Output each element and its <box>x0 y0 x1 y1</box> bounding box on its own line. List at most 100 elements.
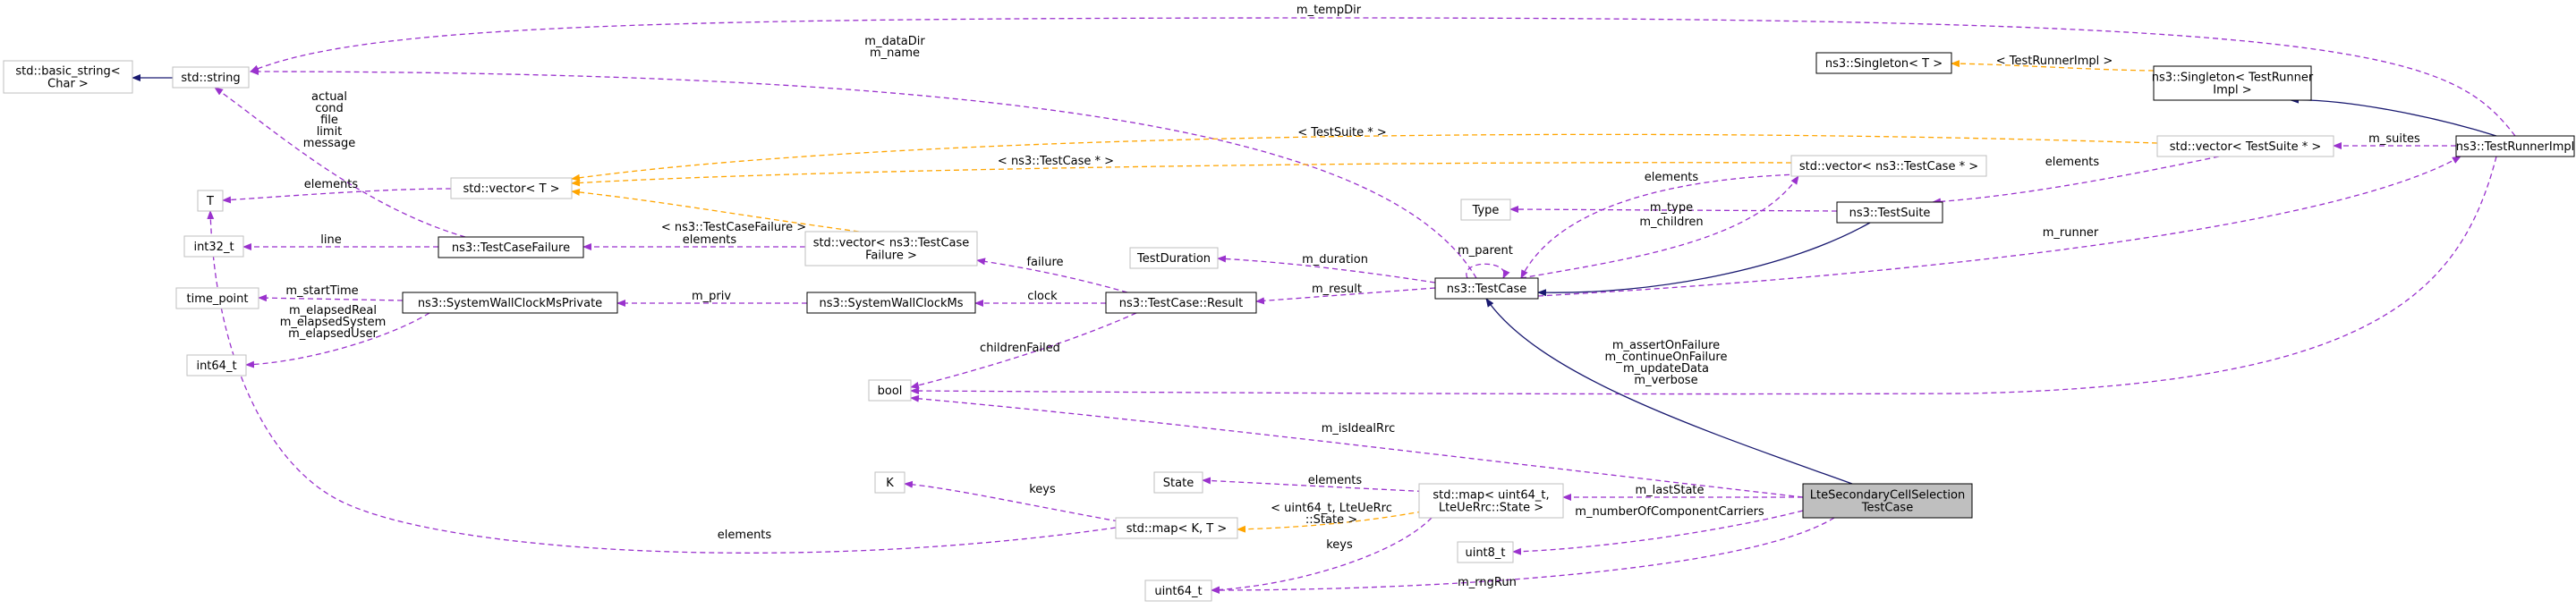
node-box <box>1144 579 1212 602</box>
node-label: ns3::Singleton< T > <box>1825 57 1943 71</box>
node-box <box>183 235 244 258</box>
edge-label: elements <box>304 178 359 191</box>
node-time-point: time_point <box>175 287 259 309</box>
edge-swcp-time <box>258 294 404 302</box>
node-label-line: Impl > <box>2213 84 2251 97</box>
edge-label: < TestRunnerImpl > <box>1996 55 2113 68</box>
node-swcmsprivate[interactable]: ns3::SystemWallClockMsPrivate <box>402 292 618 314</box>
node-vector-tsptr: std::vector< TestSuite * > <box>2156 135 2334 157</box>
node-box <box>1457 541 1514 563</box>
edge-label-line: clock <box>1027 290 1058 303</box>
node-box <box>186 354 247 376</box>
edge-label-line: < uint64_t, LteUeRrc <box>1271 502 1392 515</box>
node-label: ns3::TestSuite <box>1849 207 1931 220</box>
edge-label: keys <box>1029 483 1056 496</box>
edge-label: elements <box>718 529 772 542</box>
node-std-string: std::string <box>172 66 250 89</box>
edge-label-line: elements <box>1645 171 1699 184</box>
node-singleton-t[interactable]: ns3::Singleton< T > <box>1815 52 1952 74</box>
node-label-line: std::vector< ns3::TestCase <box>813 237 970 250</box>
edge-label-line: cond <box>315 102 344 115</box>
node-label-line: uint8_t <box>1465 546 1505 560</box>
edge-label-line: failure <box>1026 256 1063 269</box>
node-testcase[interactable]: ns3::TestCase <box>1434 277 1539 300</box>
edge-lte-uint8 <box>1512 510 1804 555</box>
edge-label: m_startTime <box>285 284 358 298</box>
node-label-line: std::basic_string< <box>15 65 120 79</box>
node-box <box>868 379 912 402</box>
edge-ts-tc <box>1537 222 1871 297</box>
node-swcms[interactable]: ns3::SystemWallClockMs <box>806 292 976 314</box>
node-label: std::vector< TestSuite * > <box>2170 140 2322 154</box>
edge-label-line: m_children <box>1639 216 1703 229</box>
node-uint8-t: uint8_t <box>1457 541 1514 563</box>
node-label: bool <box>878 385 903 398</box>
node-result[interactable]: ns3::TestCase::Result <box>1105 292 1257 314</box>
node-box <box>3 60 133 94</box>
node-label-line: T <box>206 195 214 208</box>
node-label: State <box>1163 477 1194 490</box>
edge-label-line: ::State > <box>1305 513 1357 527</box>
edge-map-state <box>1202 477 1433 493</box>
node-label-line: Char > <box>47 78 89 91</box>
edge-label: m_parent <box>1458 244 1513 258</box>
edge-label: elements <box>2045 156 2100 169</box>
edge-map-uint64 <box>1211 517 1433 594</box>
node-label: std::map< K, T > <box>1126 522 1228 536</box>
node-label: int64_t <box>196 359 236 373</box>
node-box <box>1129 247 1219 269</box>
node-box <box>172 66 250 89</box>
node-box <box>806 292 976 314</box>
edge-vtcf-vecT <box>571 188 860 233</box>
edge-swcp-int64 <box>245 312 430 368</box>
node-testcasefailure[interactable]: ns3::TestCaseFailure <box>438 236 584 258</box>
edge-label: < uint64_t, LteUeRrc::State > <box>1271 502 1392 527</box>
edges-layer <box>132 17 2516 594</box>
edge-label-line: m_priv <box>692 290 731 303</box>
edge-label-line: m_parent <box>1458 244 1513 258</box>
edge-label-line: m_numberOfComponentCarriers <box>1575 505 1764 519</box>
edge-label: < ns3::TestCase * > <box>998 155 1114 168</box>
node-box <box>1815 52 1952 74</box>
node-label: ns3::SystemWallClockMs <box>819 297 963 310</box>
edge-label-line: actual <box>311 90 347 104</box>
node-label-line: bool <box>878 385 903 398</box>
edge-label-line: m_duration <box>1302 253 1368 266</box>
edge-label-line: childrenFailed <box>980 342 1060 355</box>
node-map-kt: std::map< K, T > <box>1115 517 1238 539</box>
edge-label: m_result <box>1312 283 1362 296</box>
node-label-line: TestCase <box>1861 502 1913 515</box>
node-label-line: ns3::Singleton< T > <box>1825 57 1943 71</box>
edge-label-line: m_type <box>1650 201 1693 215</box>
node-box <box>2153 65 2312 101</box>
edge-ts-type <box>1509 206 1838 214</box>
edge-vecT-T <box>222 188 452 204</box>
edge-label: < TestSuite * > <box>1297 126 1386 140</box>
edge-label-line: m_runner <box>2043 226 2099 240</box>
node-int64-t: int64_t <box>186 354 247 376</box>
edge-label: failure <box>1026 256 1063 269</box>
edge-label-line: m_assertOnFailure <box>1612 339 1720 352</box>
edge-label: m_suites <box>2368 132 2420 146</box>
node-box <box>1802 483 1973 519</box>
edge-label-line: elements <box>718 529 772 542</box>
node-label-line: std::string <box>181 72 240 85</box>
node-box <box>1434 277 1539 300</box>
node-testrunnerimpl[interactable]: ns3::TestRunnerImpl <box>2455 135 2575 157</box>
edge-lte-uint64 <box>1211 517 1835 594</box>
node-label: std::string <box>181 72 240 85</box>
edge-label-line: file <box>320 114 338 127</box>
edge-label-line: < ns3::TestCase * > <box>998 155 1114 168</box>
edge-label-line: message <box>303 137 355 150</box>
node-testsuite[interactable]: ns3::TestSuite <box>1836 201 1943 224</box>
node-uint64-t: uint64_t <box>1144 579 1212 602</box>
